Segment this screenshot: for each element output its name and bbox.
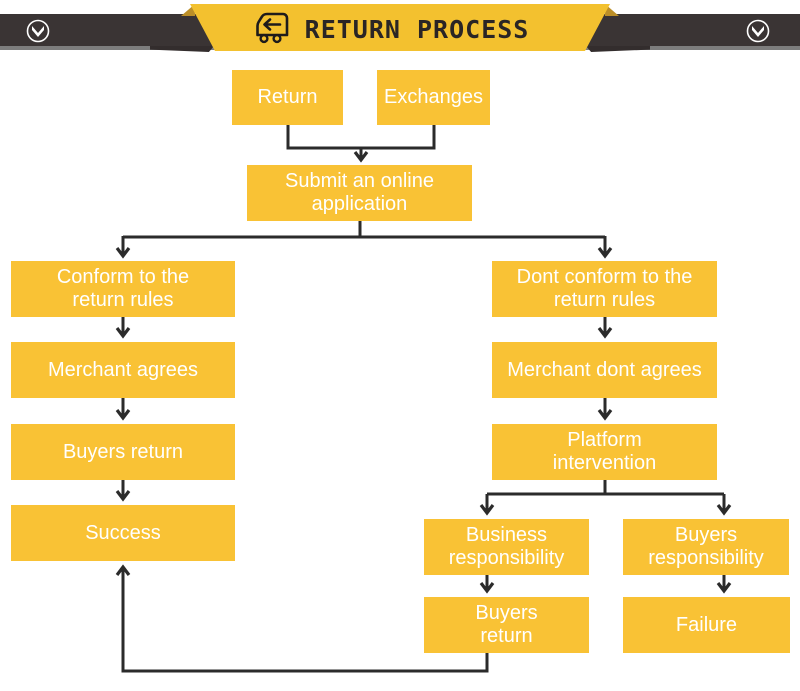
node-merchant-agrees: Merchant agrees <box>11 342 235 398</box>
node-platform-intervention: Platform intervention <box>492 424 717 480</box>
node-submit-application: Submit an online application <box>247 165 472 221</box>
node-return: Return <box>232 70 343 125</box>
node-success: Success <box>11 505 235 561</box>
node-conform-rules: Conform to the return rules <box>11 261 235 317</box>
node-buyers-return: Buyers return <box>11 424 235 480</box>
header-chevron-right-icon <box>745 18 771 49</box>
node-business-responsibility: Business responsibility <box>424 519 589 575</box>
ribbon-shadow-right <box>586 46 650 52</box>
header-ribbon: RETURN PROCESS <box>190 4 610 51</box>
node-dont-conform-rules: Dont conform to the return rules <box>492 261 717 317</box>
node-buyers-return-2: Buyers return <box>424 597 589 653</box>
header-chevron-left-icon <box>25 18 51 49</box>
node-failure: Failure <box>623 597 790 653</box>
node-exchanges: Exchanges <box>377 70 490 125</box>
node-buyers-responsibility: Buyers responsibility <box>623 519 789 575</box>
banner-title: RETURN PROCESS <box>304 14 530 44</box>
ribbon-shadow-left <box>150 46 214 52</box>
return-truck-icon <box>249 8 291 51</box>
node-merchant-dont-agrees: Merchant dont agrees <box>492 342 717 398</box>
